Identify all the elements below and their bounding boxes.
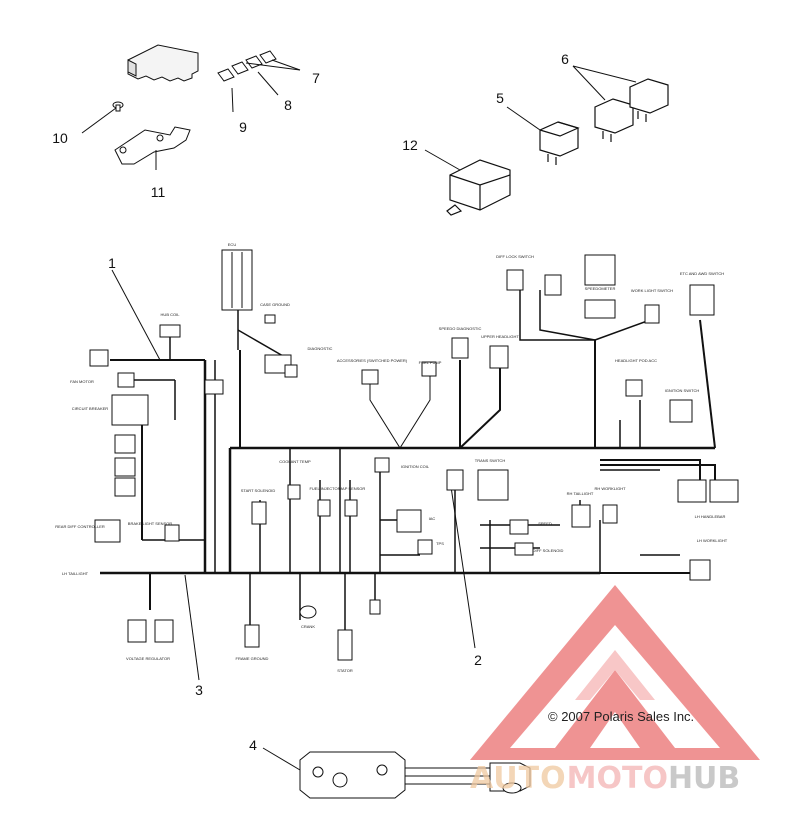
label-lh-taillight: LH TAILLIGHT: [62, 571, 89, 576]
copyright-text: © 2007 Polaris Sales Inc.: [548, 709, 694, 724]
watermark-auto: AUTO: [470, 761, 567, 796]
label-coolant-temp: COOLANT TEMP: [279, 459, 311, 464]
label-frame-ground: FRAME GROUND: [236, 656, 269, 661]
battery-cable: [299, 751, 531, 799]
label-diff-lock-switch: DIFF LOCK SWITCH: [496, 254, 534, 259]
watermark-text: AUTOMOTOHUB: [470, 761, 740, 796]
label-lh-worklight: LH WORKLIGHT: [697, 538, 728, 543]
callout-6: 6: [561, 51, 569, 67]
callout-11: 11: [151, 184, 166, 200]
label-work-light-switch: WORK LIGHT SWITCH: [631, 288, 673, 293]
fuses: [217, 50, 277, 82]
callout-numbers: 1 2 3 4 5 6 7 8 9 10 11 12: [52, 51, 569, 753]
label-rh-worklight: RH WORKLIGHT: [594, 486, 626, 491]
label-etc-awd-switch: ETC AND AWD SWITCH: [680, 271, 724, 276]
callout-12: 12: [402, 137, 418, 153]
callout-2: 2: [474, 652, 482, 668]
callout-10: 10: [52, 130, 68, 146]
svg-text:AUTOMOTOHUB: AUTOMOTOHUB: [470, 761, 740, 796]
connectors: [89, 249, 739, 661]
label-start-solenoid: START SOLENOID: [241, 488, 276, 493]
bracket-part: [127, 44, 199, 82]
callout-7: 7: [312, 70, 320, 86]
relay-block: [446, 159, 511, 216]
label-tps: TPS: [436, 541, 444, 546]
label-speedometer: SPEEDOMETER: [585, 286, 616, 291]
label-voltage-regulator: VOLTAGE REGULATOR: [126, 656, 170, 661]
label-speedo-diagnostic: SPEEDO DIAGNOSTIC: [439, 326, 482, 331]
label-ignition-coil: IGNITION COIL: [401, 464, 430, 469]
callout-1: 1: [108, 255, 116, 271]
label-iac: IAC: [429, 516, 436, 521]
label-ignition-switch: IGNITION SWITCH: [665, 388, 700, 393]
relays: [539, 78, 669, 165]
watermark-logo: [470, 585, 760, 760]
label-fuel-injector: FUEL INJECTOR: [309, 486, 340, 491]
callout-4: 4: [249, 737, 257, 753]
label-trans-switch: TRANS SWITCH: [475, 458, 506, 463]
label-rear-diff: REAR DIFF CONTROLLER: [55, 524, 105, 529]
label-speed: SPEED: [538, 521, 552, 526]
callout-9: 9: [239, 119, 247, 135]
watermark-hub: HUB: [668, 761, 740, 796]
label-brake-light-sensor: BRAKE LIGHT SENSOR: [128, 521, 172, 526]
watermark-moto: MOTO: [567, 761, 668, 796]
label-diagnostic: DIAGNOSTIC: [308, 346, 333, 351]
label-fuel-pump: FUEL PUMP: [419, 360, 442, 365]
label-hub-coil: HUB COIL: [161, 312, 181, 317]
label-rh-taillight: RH TAILLIGHT: [567, 491, 594, 496]
label-lh-handlebar: LH HANDLEBAR: [695, 514, 726, 519]
label-stator: STATOR: [337, 668, 353, 673]
label-circuit-breaker: CIRCUIT BREAKER: [72, 406, 108, 411]
label-diff-solenoid: DIFF SOLENOID: [533, 548, 564, 553]
clamp-bracket: [114, 126, 191, 165]
label-ecu: ECU: [228, 242, 237, 247]
main-harness: [100, 250, 716, 640]
label-upper-headlight: UPPER HEADLIGHT: [481, 334, 519, 339]
callout-5: 5: [496, 90, 504, 106]
callout-3: 3: [195, 682, 203, 698]
label-crank: CRANK: [301, 624, 315, 629]
label-fan-motor: FAN MOTOR: [70, 379, 94, 384]
label-accessories: ACCESSORIES (SWITCHED POWER): [337, 358, 408, 363]
callout-8: 8: [284, 97, 292, 113]
label-headlight-pod: HEADLIGHT POD ACC: [615, 358, 657, 363]
label-case-ground: CASE GROUND: [260, 302, 290, 307]
leader-lines: [81, 59, 637, 771]
component-labels: ECU HUB COIL FAN MOTOR CIRCUIT BREAKER R…: [55, 242, 728, 673]
label-map-sensor: MAP SENSOR: [339, 486, 366, 491]
screw: [112, 101, 124, 112]
